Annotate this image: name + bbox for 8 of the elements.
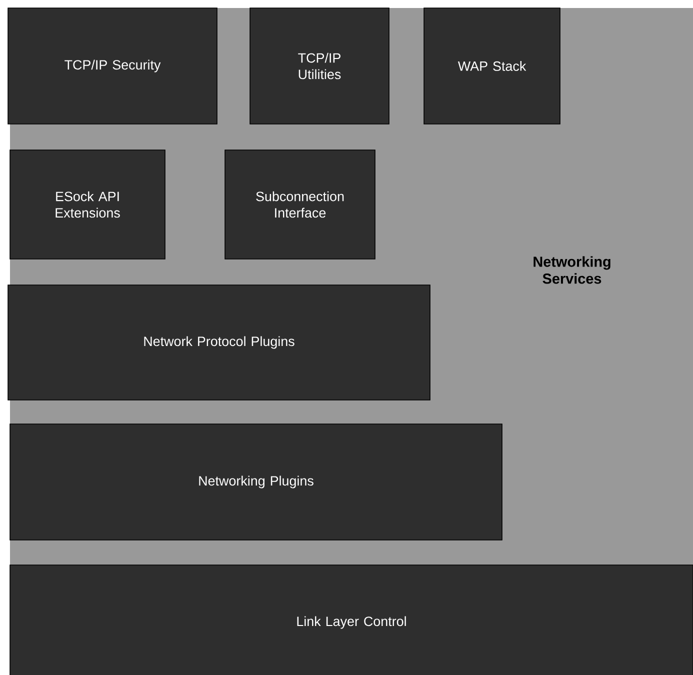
component-box: Link Layer Control bbox=[10, 564, 693, 675]
component-box: ESock API Extensions bbox=[10, 150, 166, 260]
component-box: TCP/IP Security bbox=[8, 8, 218, 124]
component-box: Subconnection Interface bbox=[224, 150, 376, 260]
component-box: Networking Plugins bbox=[10, 424, 502, 540]
component-box: Network Protocol Plugins bbox=[8, 284, 430, 400]
component-box: WAP Stack bbox=[424, 8, 560, 124]
component-box: TCP/IP Utilities bbox=[250, 8, 390, 124]
